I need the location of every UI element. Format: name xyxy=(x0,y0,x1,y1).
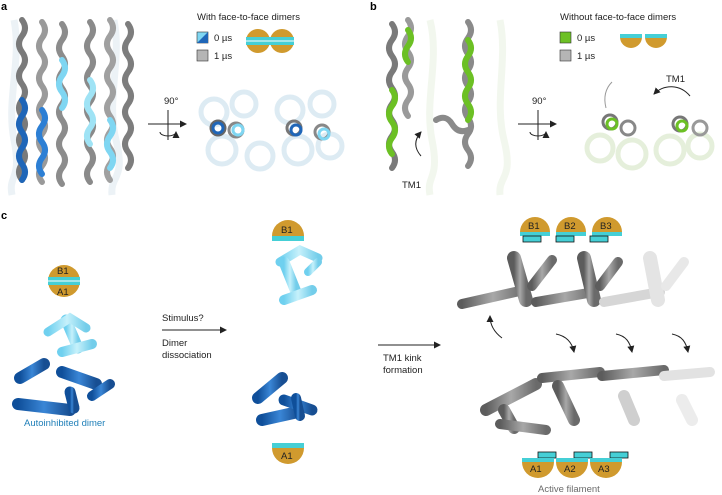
step1-dimer-label: Dimer xyxy=(162,338,187,349)
panel-b-rotation-indicator: 90° xyxy=(518,96,557,140)
filament-transition-arrows xyxy=(486,315,691,353)
filament-top-label-2: B2 xyxy=(564,221,576,232)
monomer-top-label: B1 xyxy=(281,225,293,236)
panel-b-legend-label-1us: 1 µs xyxy=(577,51,595,62)
panel-b-label: b xyxy=(370,1,377,13)
filament-bottom-label-3: A3 xyxy=(598,464,610,475)
panel-b-tm1-side-label: TM1 xyxy=(402,180,421,191)
panel-b-top-view-helices: TM1 xyxy=(584,74,715,171)
panel-a-rotation-indicator: 90° xyxy=(148,96,187,140)
legend-swatch-1us-grey xyxy=(559,49,572,62)
filament-bottom-structure xyxy=(480,365,715,435)
legend-label-1us: 1 µs xyxy=(214,51,232,62)
panel-b-side-view-helices: TM1 xyxy=(386,17,511,196)
dissociation-step: Stimulus? Dimer dissociation xyxy=(162,313,227,361)
legend-swatch-1us-grey xyxy=(196,49,209,62)
step1-stimulus-label: Stimulus? xyxy=(162,313,204,324)
dimer-top-label: B1 xyxy=(57,266,69,277)
filament-bottom-label-1: A1 xyxy=(530,464,542,475)
kink-formation-step: TM1 kink formation xyxy=(378,341,441,376)
panel-a-legend: 0 µs 1 µs xyxy=(196,31,232,62)
filament-top-structure xyxy=(457,251,689,309)
panel-b-tm1-top-label: TM1 xyxy=(666,74,685,85)
panel-a-title: With face-to-face dimers xyxy=(197,12,300,23)
filament-top-icons: B1 B2 B3 xyxy=(520,217,622,243)
monomer-a1-structure xyxy=(252,372,318,426)
monomer-b1-icon: B1 xyxy=(272,220,304,241)
legend-swatch-0us-green xyxy=(559,31,572,44)
panel-a-rotation-label: 90° xyxy=(164,96,179,107)
panel-b-rotation-label: 90° xyxy=(532,96,547,107)
filament-bottom-icons: A1 A2 A3 xyxy=(522,451,629,478)
monomer-b1-structure xyxy=(275,244,323,305)
monomer-a1-icon: A1 xyxy=(272,443,304,464)
filament-bottom-label-2: A2 xyxy=(564,464,576,475)
filament-top-label-3: B3 xyxy=(600,221,612,232)
dimer-bottom-label: A1 xyxy=(57,287,69,298)
filament-top-label-1: B1 xyxy=(528,221,540,232)
panel-a-label: a xyxy=(1,1,8,13)
autoinhibited-dimer-caption: Autoinhibited dimer xyxy=(24,418,105,429)
legend-label-0us: 0 µs xyxy=(214,33,232,44)
legend-swatch-0us-blue xyxy=(196,31,209,44)
panel-b-monomer-icon xyxy=(620,34,667,48)
panel-a-dimer-icon xyxy=(246,29,294,53)
panel-b-title: Without face-to-face dimers xyxy=(560,12,676,23)
panel-b-legend-label-0us: 0 µs xyxy=(577,33,595,44)
step2-kink-label: TM1 kink xyxy=(383,353,422,364)
autoinhibited-dimer-structure xyxy=(12,312,115,416)
panel-b: b TM1 90° With xyxy=(370,1,715,196)
step1-dissociation-label: dissociation xyxy=(162,350,212,361)
panel-a: a xyxy=(1,1,345,196)
panel-b-legend: 0 µs 1 µs xyxy=(559,31,595,62)
panel-a-side-view-helices xyxy=(7,17,134,196)
panel-c-label: c xyxy=(1,210,7,222)
monomer-bottom-label: A1 xyxy=(281,451,293,462)
panel-c: c B1 A1 Autoinhibited dimer Stimulus? Di… xyxy=(1,210,715,495)
step2-formation-label: formation xyxy=(383,365,423,376)
autoinhibited-dimer-icon: B1 A1 xyxy=(48,265,80,298)
panel-a-top-view-helices xyxy=(198,89,345,172)
active-filament-caption: Active filament xyxy=(538,484,600,495)
